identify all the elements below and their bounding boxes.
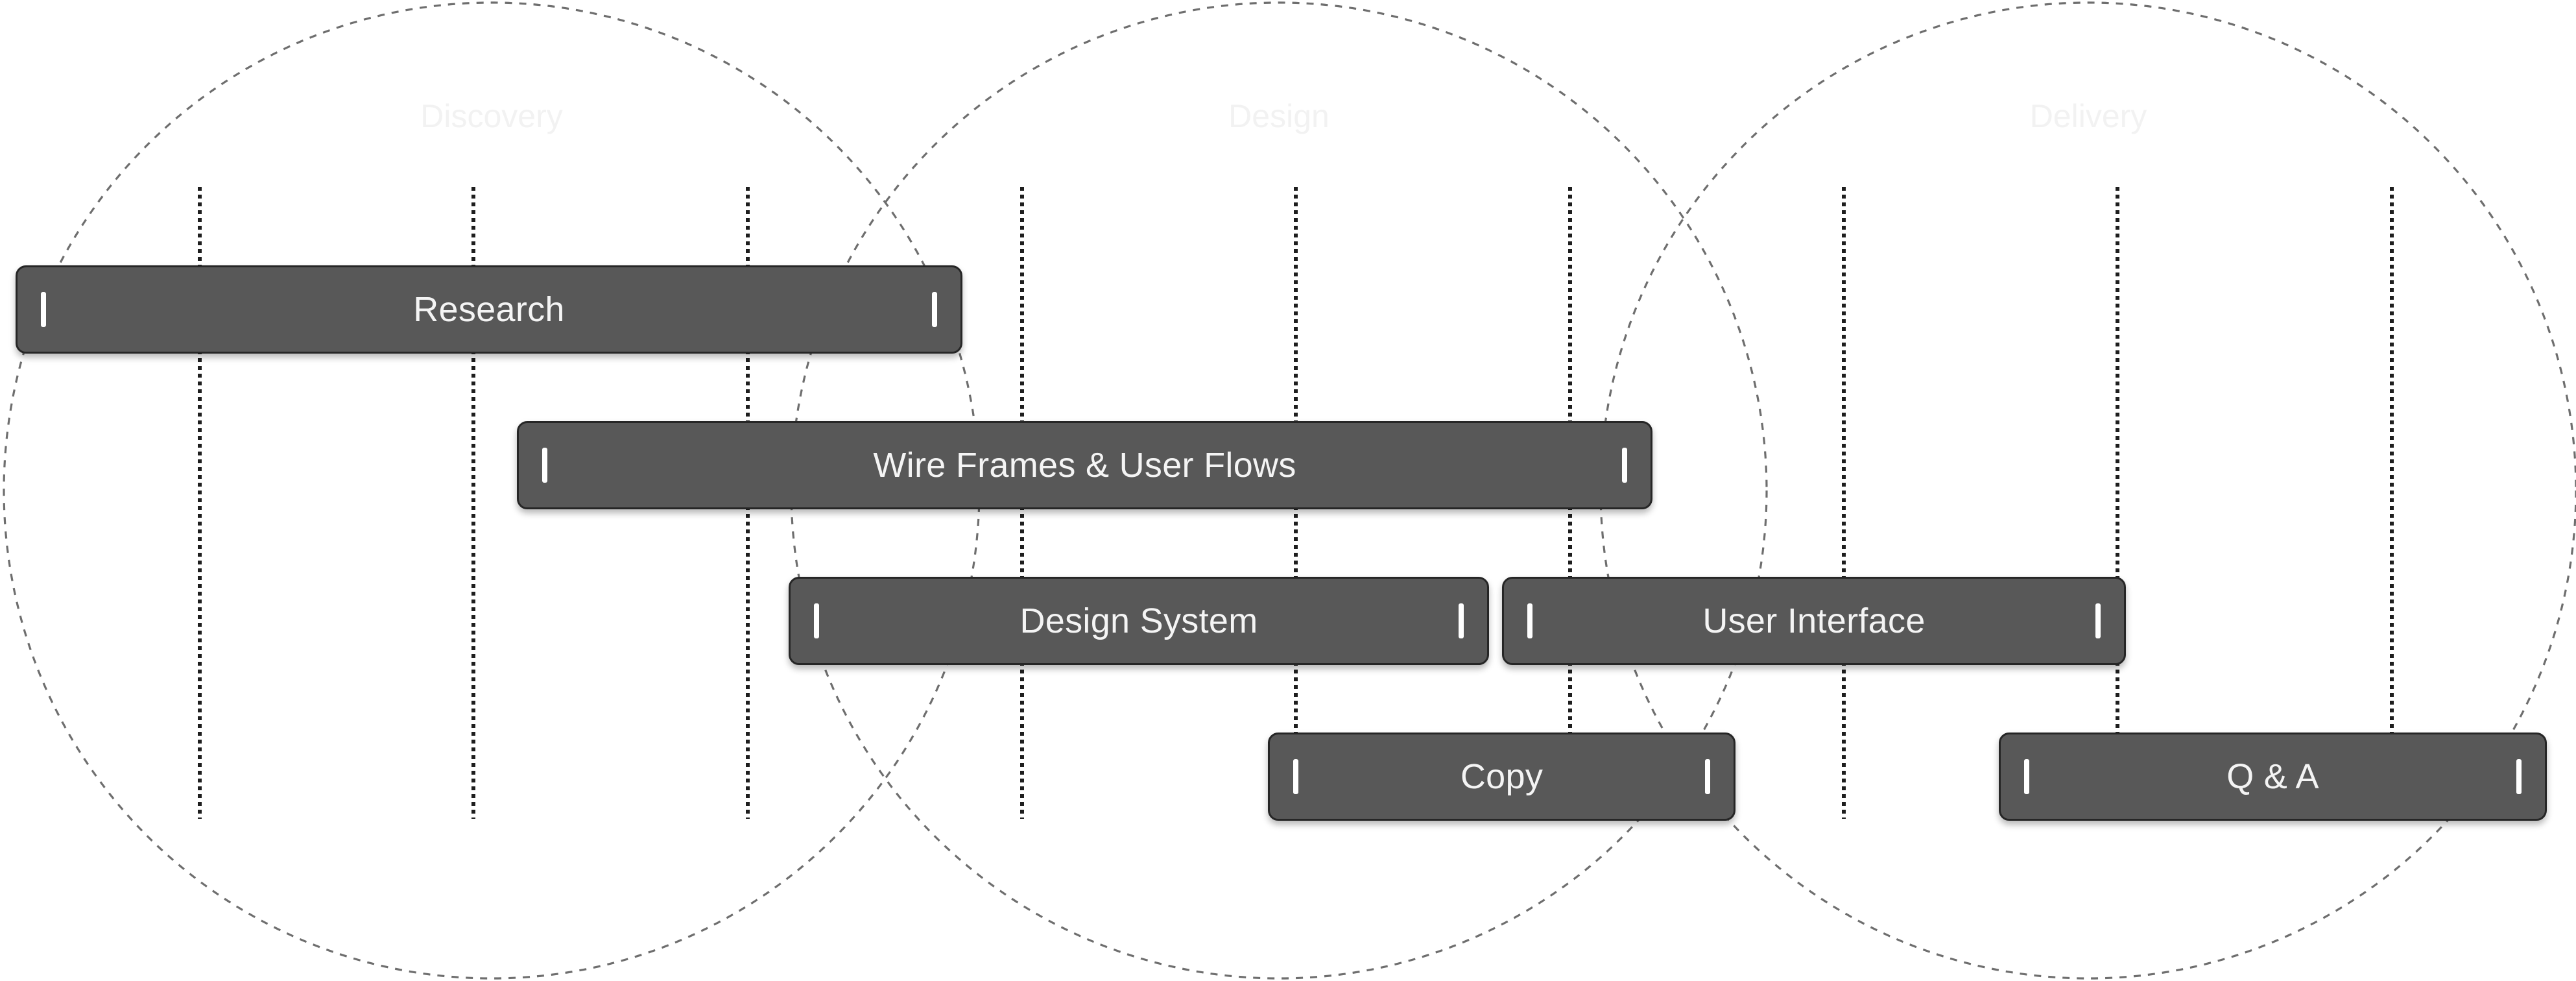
resize-handle-left[interactable] (814, 603, 819, 638)
phase-circle-delivery (1599, 1, 2576, 980)
task-label: Wire Frames & User Flows (873, 446, 1296, 485)
phase-title-discovery: Discovery (420, 98, 562, 134)
phase-title-design: Design (1228, 98, 1330, 134)
task-label: Research (413, 290, 565, 329)
resize-handle-right[interactable] (932, 292, 937, 327)
task-bar-user-interface[interactable]: User Interface (1502, 577, 2126, 665)
resize-handle-right[interactable] (1622, 448, 1627, 483)
task-label: Q & A (2226, 757, 2319, 796)
task-label: Design System (1020, 601, 1258, 640)
resize-handle-right[interactable] (2516, 759, 2522, 794)
resize-handle-left[interactable] (1293, 759, 1298, 794)
task-label: Copy (1460, 757, 1544, 796)
resize-handle-left[interactable] (2024, 759, 2029, 794)
phase-title-delivery: Delivery (2030, 98, 2147, 134)
task-label: User Interface (1702, 601, 1926, 640)
resize-handle-left[interactable] (542, 448, 547, 483)
task-bar-copy[interactable]: Copy (1268, 733, 1735, 821)
resize-handle-right[interactable] (1459, 603, 1464, 638)
resize-handle-left[interactable] (1527, 603, 1532, 638)
resize-handle-left[interactable] (41, 292, 46, 327)
resize-handle-right[interactable] (1705, 759, 1710, 794)
task-bar-design-system[interactable]: Design System (789, 577, 1489, 665)
resize-handle-right[interactable] (2095, 603, 2101, 638)
task-bar-qa[interactable]: Q & A (1999, 733, 2547, 821)
task-bar-wire-frames[interactable]: Wire Frames & User Flows (517, 421, 1652, 509)
task-bar-research[interactable]: Research (16, 265, 962, 354)
